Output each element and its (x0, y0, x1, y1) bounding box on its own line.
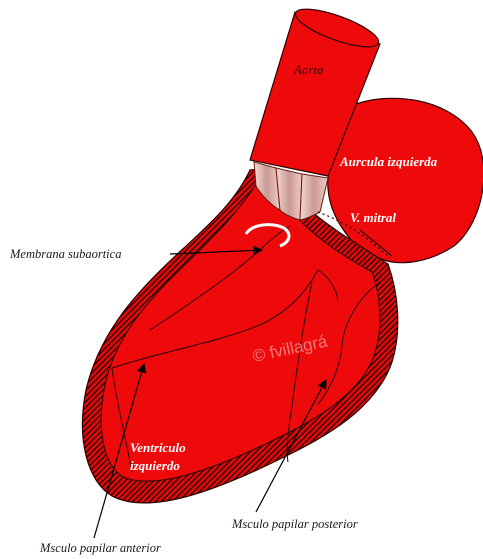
aortic-cusp-right (300, 174, 328, 220)
left-atrium (328, 98, 483, 262)
aorta-label: Aorta (293, 62, 324, 77)
posterior-papillary-label: Msculo papilar posterior (231, 517, 358, 531)
mitral-valve-label: V. mitral (350, 210, 396, 225)
anterior-papillary-label: Msculo papilar anterior (39, 541, 161, 555)
subaortic-membrane-label: Membrana subaortica (9, 247, 121, 261)
left-ventricle-label-line2: izquierdo (130, 458, 180, 473)
left-ventricle-label-line1: Ventriculo (130, 440, 186, 455)
left-atrium-label: Aurcula izquierda (339, 154, 438, 169)
